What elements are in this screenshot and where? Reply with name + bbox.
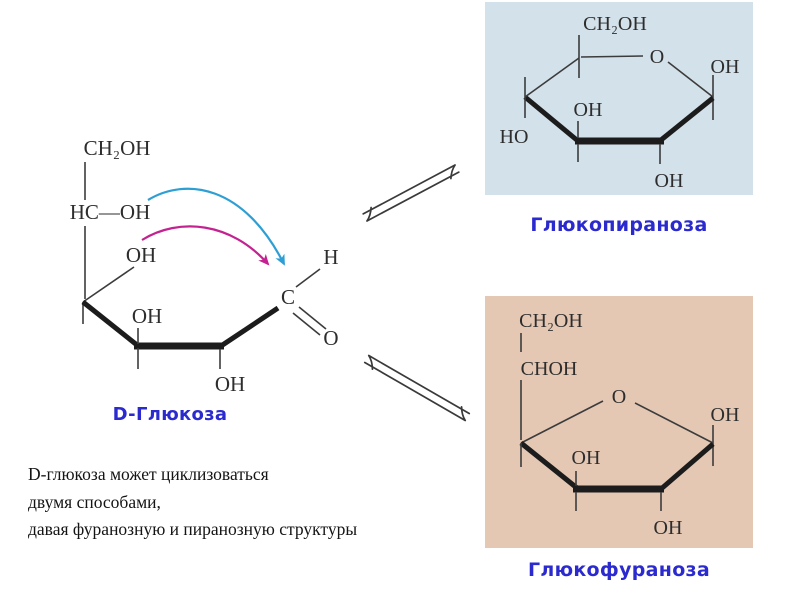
furanose-ch2oh-label: CH₂OH — [519, 310, 583, 332]
furanose-panel — [485, 296, 753, 548]
pyranose-ring-o-label: O — [650, 46, 664, 68]
furanose-bonds — [519, 333, 715, 511]
open-chain-bonds — [81, 162, 327, 369]
openchain-aldehyde-h-label: H — [323, 245, 338, 269]
furanose-oh-bottom-label: OH — [654, 517, 683, 539]
openchain-oh-mid-label: OH — [132, 304, 162, 328]
pyranose-structure: CH₂OH O OH HO OH OH — [500, 13, 740, 192]
pyranose-oh-mid-label: OH — [574, 99, 603, 121]
open-chain-structure: CH₂OH HC—OH OH OH OH C H O — [70, 136, 339, 396]
cyclization-arrow-magenta — [141, 225, 270, 266]
furanose-ring-o-label: O — [612, 386, 626, 408]
furanose-choh-label: CHOH — [521, 358, 578, 380]
pyranose-oh-bottom-label: OH — [655, 170, 684, 192]
openchain-carbonyl-c-label: C — [281, 285, 295, 309]
cyclization-arrow-cyan — [147, 187, 285, 266]
footer-line-2: двумя способами, — [28, 491, 161, 512]
pyranose-ho-left-label: HO — [500, 126, 529, 148]
pyranose-bonds — [523, 35, 715, 164]
footer-line-1: D-глюкоза может циклизоваться — [28, 464, 269, 484]
furanose-oh-anomeric-label: OH — [711, 404, 740, 426]
openchain-hcoh-label: HC—OH — [70, 200, 151, 224]
furanose-caption: Глюкофураноза — [527, 559, 711, 581]
pyranose-caption: Глюкопираноза — [530, 214, 708, 236]
openchain-ch2oh-label: CH₂OH — [84, 136, 151, 160]
openchain-oh-bottom-label: OH — [215, 372, 245, 396]
furanose-oh-mid-label: OH — [572, 447, 601, 469]
furanose-structure: CH₂OH CHOH O OH OH OH — [519, 310, 739, 539]
pyranose-oh-anomeric-label: OH — [711, 56, 740, 78]
openchain-oh-upper-label: OH — [126, 243, 156, 267]
pyranose-ch2oh-label: CH₂OH — [583, 13, 647, 35]
openchain-carbonyl-o-label: O — [323, 326, 338, 350]
open-chain-caption: D-Глюкоза — [112, 404, 228, 425]
equilibrium-arrow-top — [362, 164, 460, 222]
footer-text: D-глюкоза может циклизоваться двумя спос… — [28, 461, 357, 544]
footer-line-3: давая фуранозную и пиранозную структуры — [28, 519, 358, 539]
equilibrium-arrow-bottom — [363, 354, 471, 422]
